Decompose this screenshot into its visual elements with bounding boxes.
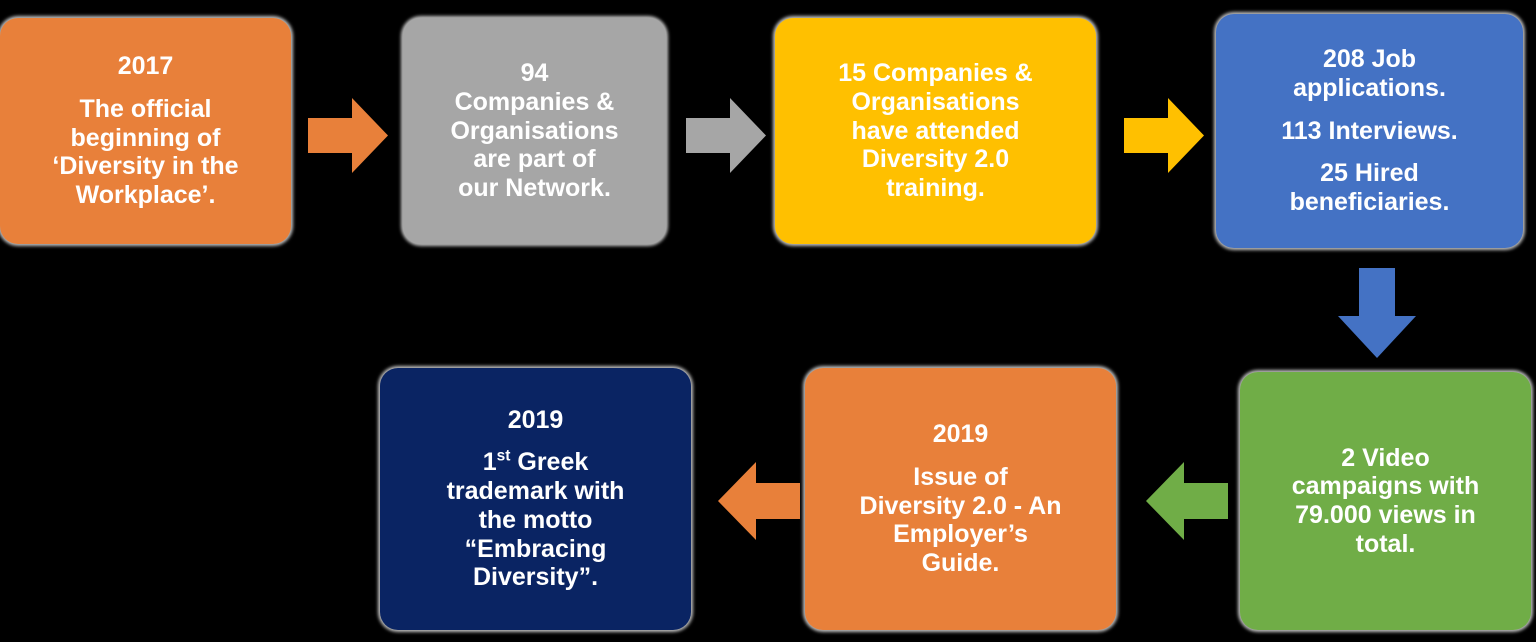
guide-heading: 2019 xyxy=(932,420,989,449)
guide-line-4: Guide. xyxy=(921,549,1000,577)
employers-guide-box[interactable]: 2019 Issue of Diversity 2.0 - An Employe… xyxy=(805,368,1116,630)
training-line-5: training. xyxy=(886,174,985,203)
trademark-line-3: the motto xyxy=(478,505,593,534)
network-line-4: our Network. xyxy=(458,174,611,203)
placements-line-2: applications. xyxy=(1293,74,1446,103)
network-heading: 94 xyxy=(520,59,549,88)
network-line-3: are part of xyxy=(473,145,596,174)
placements-line-5: beneficiaries. xyxy=(1289,187,1450,216)
job-placements-box[interactable]: 208 Job applications. 113 Interviews. 25… xyxy=(1216,14,1523,248)
video-line-3: 79.000 views in xyxy=(1295,501,1476,529)
placements-line-4: 25 Hired xyxy=(1320,159,1419,188)
milestone-2017-line-4: Workplace’. xyxy=(75,181,216,209)
training-line-3: have attended xyxy=(851,116,1020,145)
arrow-guide-to-trademark xyxy=(718,462,800,540)
video-line-2: campaigns with xyxy=(1291,472,1480,501)
trademark-line-2: trademark with xyxy=(446,477,625,506)
training-line-4: Diversity 2.0 xyxy=(861,145,1010,174)
arrow-2017-to-network xyxy=(308,98,388,173)
network-companies-box[interactable]: 94 Companies & Organisations are part of… xyxy=(403,18,666,244)
training-line-1: 15 Companies & xyxy=(838,59,1033,88)
trademark-heading: 2019 xyxy=(507,405,564,434)
training-line-2: Organisations xyxy=(851,87,1020,116)
guide-line-1: Issue of xyxy=(913,462,1008,491)
trademark-ordinal-number: 1 xyxy=(482,448,497,477)
guide-line-3: Employer’s xyxy=(893,520,1028,549)
network-line-2: Organisations xyxy=(450,116,619,145)
milestone-2017-heading: 2017 xyxy=(117,52,174,81)
trademark-line-4: “Embracing xyxy=(464,534,607,563)
trademark-ordinal-rest: Greek xyxy=(510,448,589,477)
video-line-1: 2 Video xyxy=(1341,443,1430,472)
arrow-network-to-training xyxy=(686,98,766,173)
video-campaigns-box[interactable]: 2 Video campaigns with 79.000 views in t… xyxy=(1240,372,1531,630)
milestone-2017-box[interactable]: 2017 The official beginning of ‘Diversit… xyxy=(0,18,291,244)
trademark-ordinal-suffix: st xyxy=(496,448,511,466)
milestone-2017-line-3: ‘Diversity in the xyxy=(52,152,239,181)
milestone-2017-line-2: beginning of xyxy=(70,123,221,152)
network-line-1: Companies & xyxy=(454,87,615,116)
arrow-video-to-guide xyxy=(1146,462,1228,540)
trademark-line-1: 1st Greek xyxy=(390,448,681,477)
arrow-placements-to-video xyxy=(1338,268,1416,358)
placements-line-1: 208 Job xyxy=(1322,45,1417,74)
guide-line-2: Diversity 2.0 - An xyxy=(859,491,1062,520)
placements-line-3: 113 Interviews. xyxy=(1281,116,1458,145)
greek-trademark-box[interactable]: 2019 1st Greek trademark with the motto … xyxy=(380,368,691,630)
training-attendance-box[interactable]: 15 Companies & Organisations have attend… xyxy=(775,18,1096,244)
trademark-line-5: Diversity”. xyxy=(472,563,599,592)
video-line-4: total. xyxy=(1355,529,1416,558)
arrow-training-to-placements xyxy=(1124,98,1204,173)
milestone-2017-line-1: The official xyxy=(79,94,212,123)
